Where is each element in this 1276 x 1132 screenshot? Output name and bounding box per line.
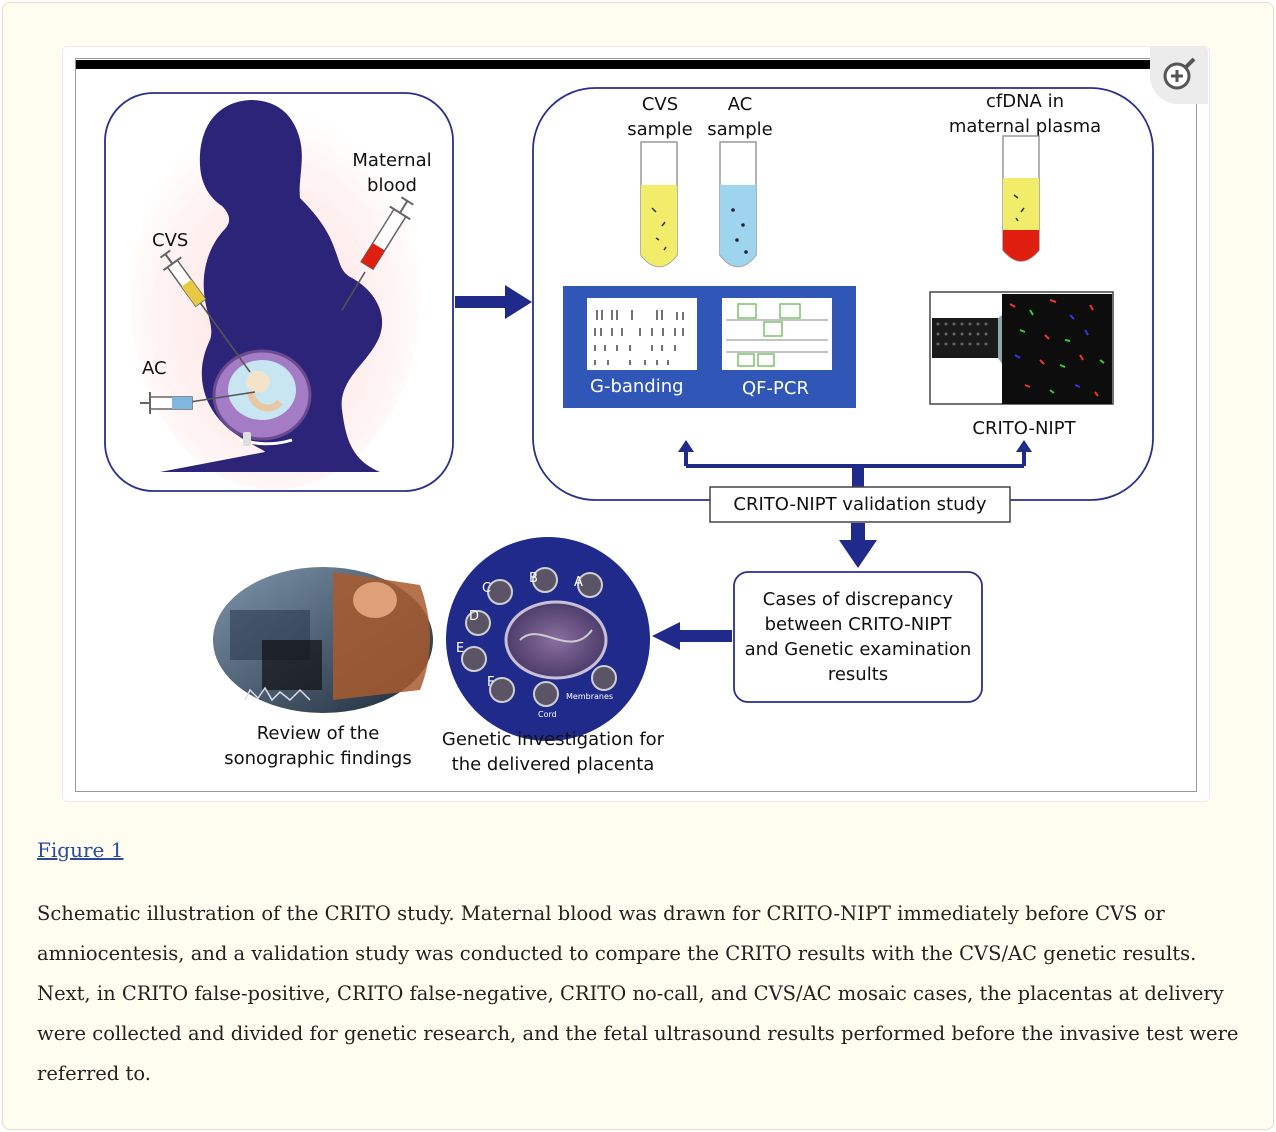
placenta-site-label: B: [529, 571, 538, 586]
label-ac: AC: [142, 358, 167, 379]
arrow-down: [839, 523, 877, 568]
plasma-tube: [1002, 135, 1040, 262]
qf-pcr-image: [722, 298, 832, 370]
label-review: Review of the sonographic findings: [224, 723, 412, 769]
arrow-to-placenta: [652, 622, 732, 650]
label-crito-nipt: CRITO-NIPT: [972, 418, 1076, 439]
label-discrepancy: Cases of discrepancy between CRITO-NIPT …: [744, 589, 972, 685]
label-cfdna: cfDNA in maternal plasma: [948, 91, 1102, 137]
validation-study-box: [709, 486, 1011, 523]
placenta-site-label: E: [456, 641, 465, 656]
cvs-syringe: [159, 249, 251, 373]
ac-tube: [719, 141, 757, 268]
label-maternal-blood: Maternal blood: [352, 150, 432, 196]
label-qf-pcr: QF-PCR: [742, 378, 809, 399]
label-g-banding: G-banding: [590, 376, 684, 397]
ac-syringe: [140, 391, 256, 414]
placenta-site-label: D: [469, 609, 480, 624]
maternal-blood-syringe: [341, 196, 414, 311]
zoom-button[interactable]: [1150, 46, 1208, 104]
discrepancy-box: [733, 571, 983, 703]
label-cvs: CVS: [152, 230, 189, 251]
arrow-to-analysis: [455, 285, 532, 319]
placenta-site-label: A: [574, 575, 583, 590]
validation-bracket: [678, 440, 1032, 488]
figure-caption: Schematic illustration of the CRITO stud…: [37, 902, 1239, 1085]
figure-top-bar: [76, 60, 1156, 69]
placenta-membranes-label: Membranes: [566, 692, 614, 701]
cvs-tube: [640, 141, 678, 268]
g-banding-image: [587, 298, 697, 370]
zoom-in-icon: [1163, 57, 1196, 90]
label-validation-study: CRITO-NIPT validation study: [733, 494, 987, 515]
placenta-site-label: F: [487, 675, 495, 690]
label-cvs-sample: CVS sample: [627, 94, 693, 140]
placenta-site-label: C: [482, 581, 492, 596]
label-ac-sample: AC sample: [707, 94, 773, 140]
placenta-cord-label: Cord: [538, 710, 557, 719]
label-genetic-investigation: Genetic investigation for the delivered …: [441, 729, 665, 775]
figure-link[interactable]: Figure 1: [37, 838, 124, 862]
